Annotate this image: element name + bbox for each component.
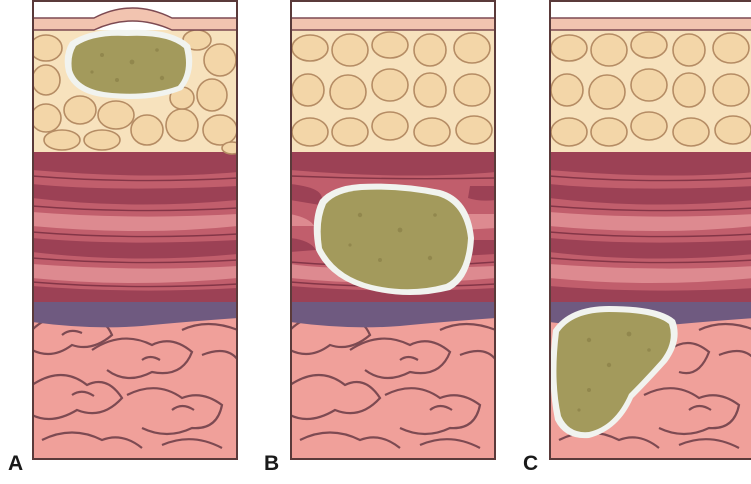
intestine-layer <box>290 305 496 460</box>
panel-label-c: C <box>523 452 538 476</box>
fat-cells <box>292 32 492 146</box>
panel-c-illustration <box>549 0 751 460</box>
fat-cells <box>551 32 751 146</box>
mass <box>72 36 187 94</box>
panel-a-illustration <box>32 0 238 460</box>
panel-c <box>549 0 751 484</box>
skin-layer <box>549 18 751 30</box>
intestine-layer <box>32 305 238 460</box>
panel-label-b: B <box>264 452 279 476</box>
skin-layer <box>32 8 238 30</box>
panel-label-a: A <box>8 452 23 476</box>
panel-a <box>32 0 238 484</box>
panel-b <box>290 0 496 484</box>
panel-b-illustration <box>290 0 496 460</box>
skin-layer <box>290 18 496 30</box>
